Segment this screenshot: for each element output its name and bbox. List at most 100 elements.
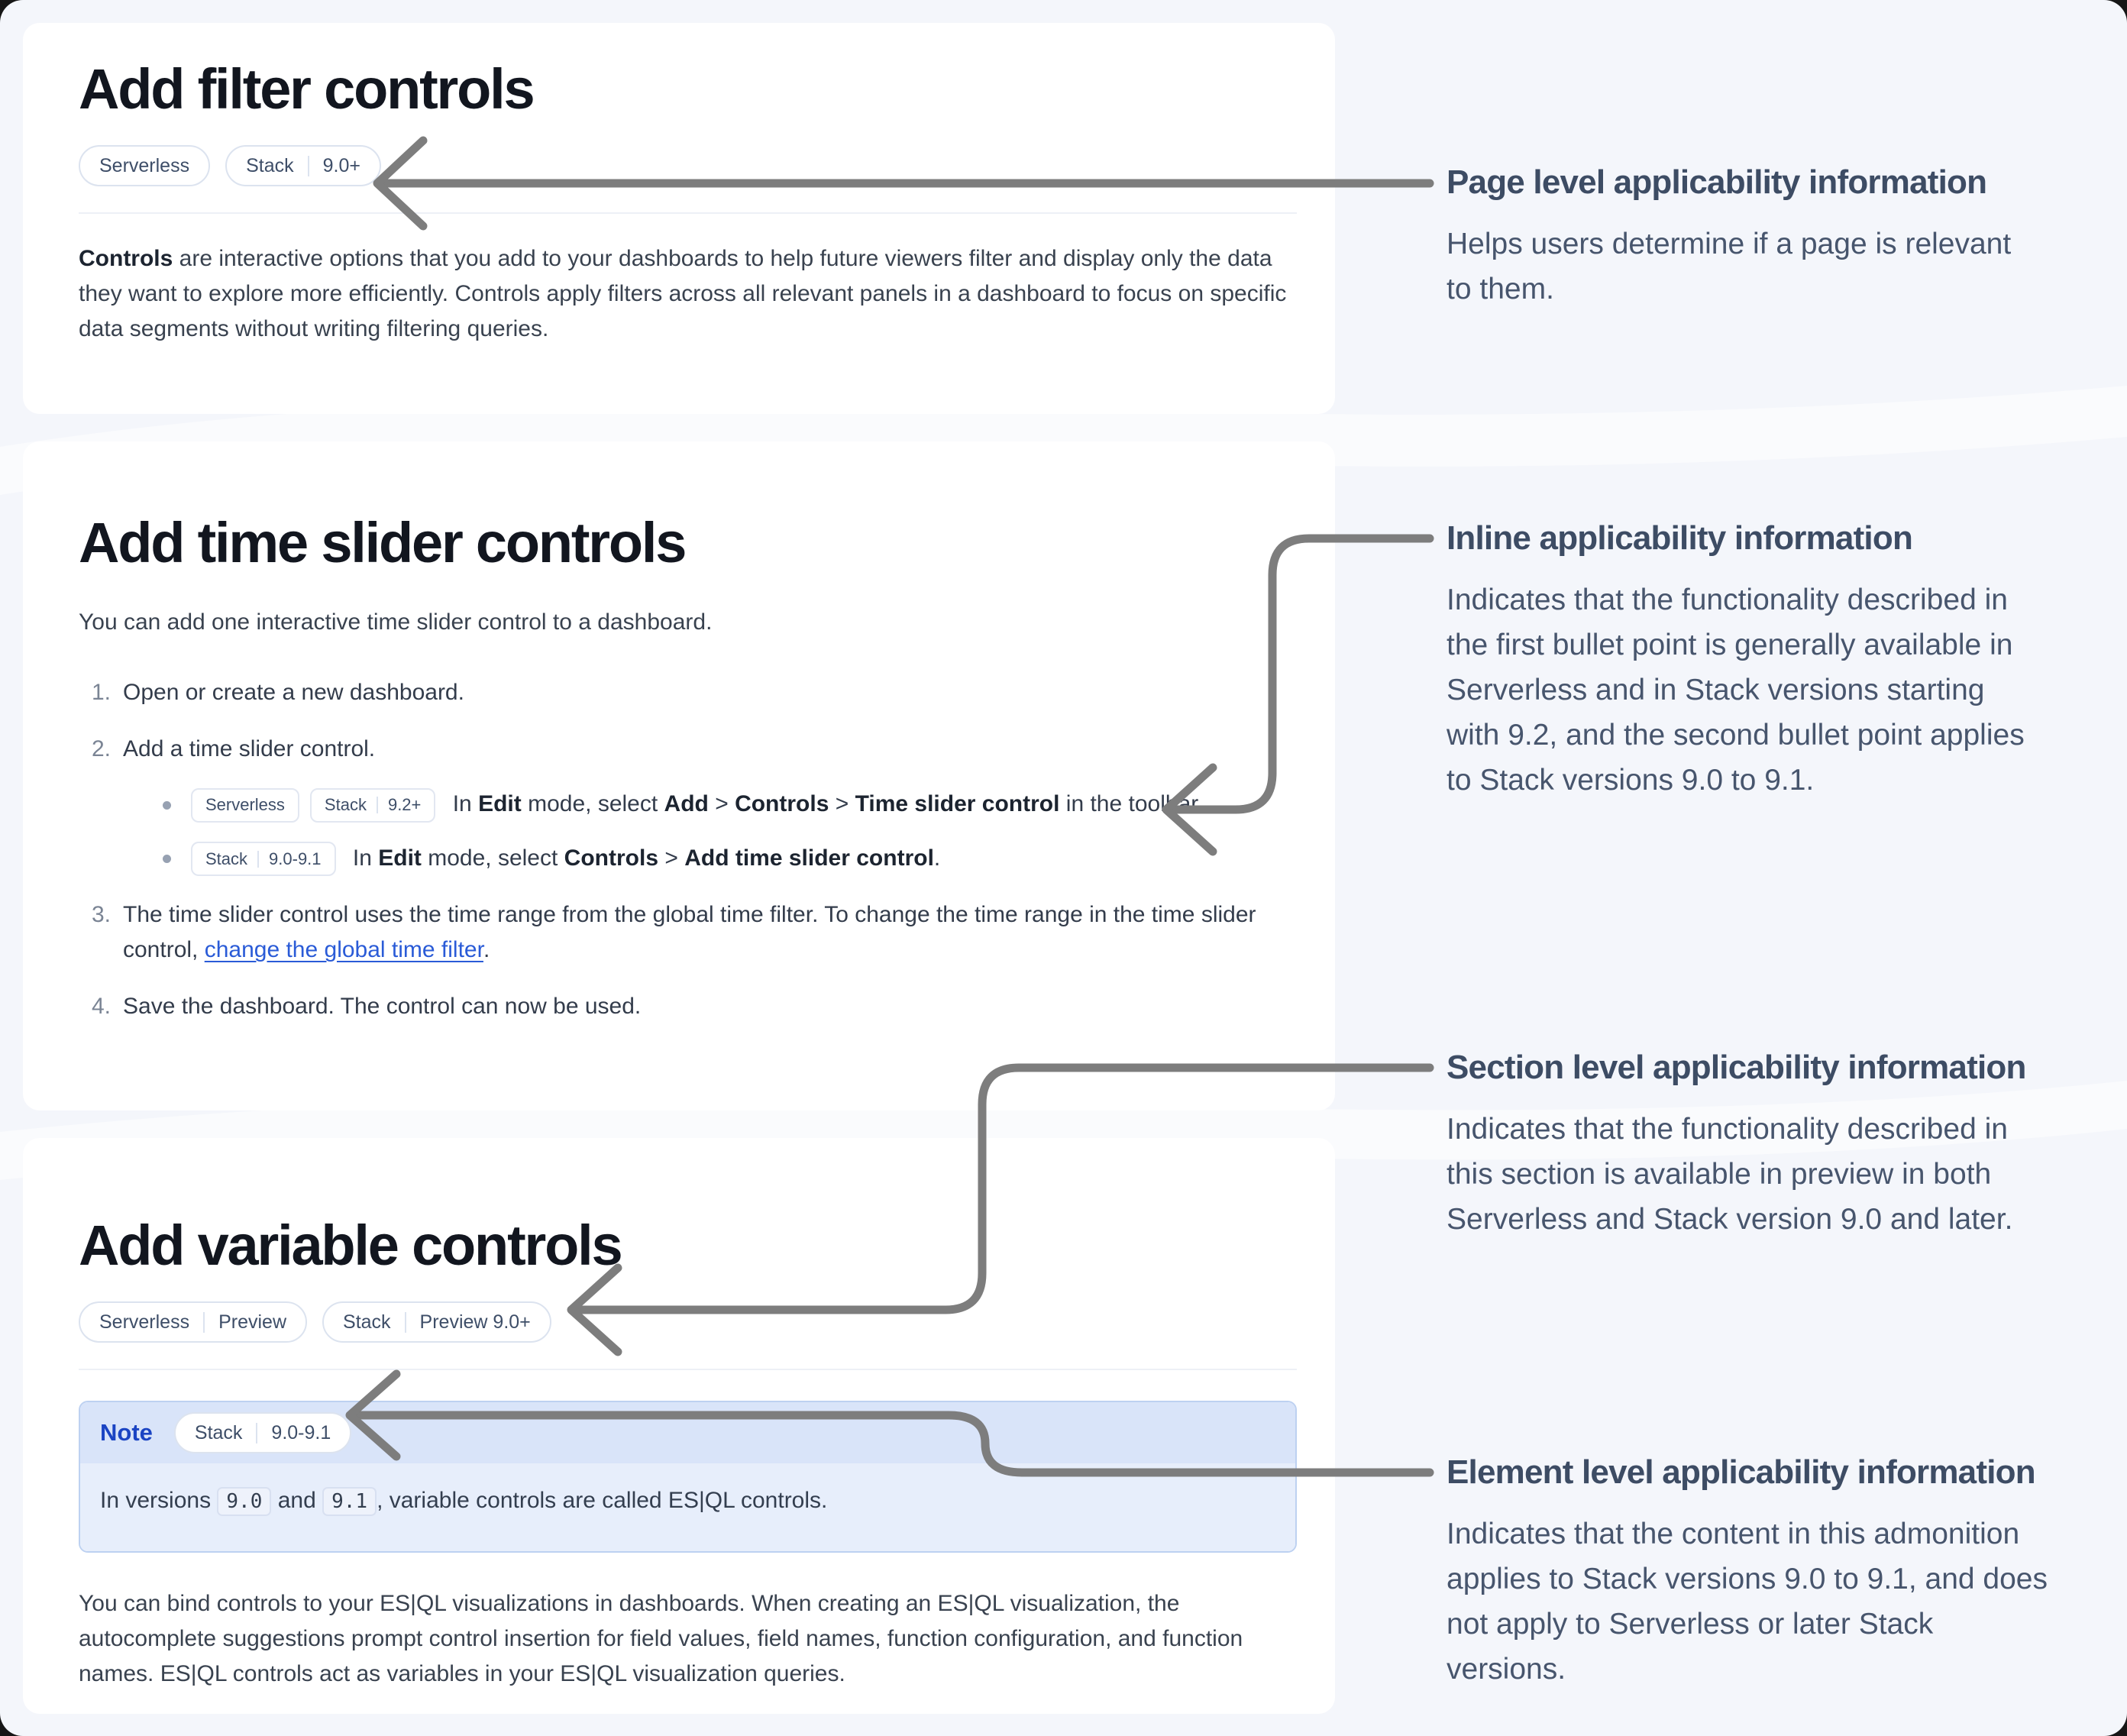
annotation-body: Indicates that the content in this admon… — [1447, 1518, 2048, 1686]
step-number: 3. — [91, 902, 111, 928]
section-add-time-slider-controls: Add time slider controls You can add one… — [23, 441, 1335, 1110]
text-segment: . — [483, 937, 490, 963]
variable-controls-paragraph: You can bind controls to your ES|QL visu… — [79, 1591, 1243, 1686]
annotation-inline-level: Inline applicability information Indicat… — [1447, 518, 2119, 803]
annotation-body: Indicates that the functionality describ… — [1447, 1113, 2013, 1236]
text-segment: Add — [664, 791, 709, 816]
badge-part-label: 9.2+ — [387, 795, 422, 815]
divider — [79, 1369, 1297, 1370]
badge-divider — [376, 797, 378, 814]
applicability-badge: Serverless — [79, 145, 211, 186]
badge-divider — [257, 850, 260, 868]
badge-part-label: Stack — [343, 1311, 391, 1333]
step-text: The time slider control uses the time ra… — [123, 897, 1297, 968]
note-body: In versions 9.0 and 9.1, variable contro… — [80, 1463, 1295, 1551]
list-item: Stack 9.0-9.1 In Edit mode, select Contro… — [163, 841, 1297, 877]
text-segment: mode, select — [521, 791, 664, 816]
badge-part-label: Stack — [246, 154, 294, 176]
text-segment: Controls — [564, 845, 658, 871]
divider — [79, 212, 1297, 214]
text-segment: Add a time slider control. — [123, 736, 376, 761]
element-level-badges: Stack 9.0-9.1 — [173, 1412, 352, 1453]
text-segment: Time slider control — [855, 791, 1060, 816]
applicability-badge: Stack Preview 9.0+ — [322, 1301, 551, 1343]
text-segment: Save the dashboard. The control can now … — [123, 994, 642, 1020]
applicability-badge: Stack 9.0-9.1 — [173, 1412, 352, 1453]
annotation-element-level: Element level applicability information … — [1447, 1452, 2119, 1692]
applicability-badge: Serverless — [191, 787, 299, 823]
badge-part-label: Stack — [194, 1421, 243, 1443]
applicability-badge: Stack 9.2+ — [309, 787, 436, 823]
badge-divider — [203, 1311, 205, 1333]
list-item: 4. Save the dashboard. The control can n… — [79, 989, 1297, 1024]
text-segment: , variable controls are called ES|QL con… — [377, 1488, 828, 1513]
badge-part-label: Serverless — [205, 795, 285, 815]
step-number: 4. — [91, 994, 111, 1020]
step-number: 2. — [91, 736, 111, 761]
text-segment: Open or create a new dashboard. — [123, 680, 464, 705]
text-segment: > — [708, 791, 735, 816]
text-segment: In — [446, 791, 479, 816]
global-time-filter-link[interactable]: change the global time filter — [204, 937, 483, 963]
text-segment: . — [933, 845, 941, 871]
annotation-title: Section level applicability information — [1447, 1049, 2026, 1086]
badge-part-label: 9.0-9.1 — [271, 1421, 331, 1443]
step-text-line: Add a time slider control. — [123, 732, 1297, 767]
section-title-time-slider: Add time slider controls — [79, 511, 687, 574]
text-segment: are interactive options that you add to … — [79, 246, 1287, 341]
badge-part-label: Preview — [218, 1311, 287, 1333]
annotation-title: Page level applicability information — [1447, 163, 1987, 201]
text-segment: Edit — [378, 845, 422, 871]
step-text: Save the dashboard. The control can now … — [123, 989, 1297, 1024]
inline-code: 9.0 — [217, 1487, 272, 1516]
section-level-badges: Serverless Preview Stack Preview 9.0+ — [79, 1301, 1297, 1343]
text-segment: Controls — [79, 246, 173, 271]
badge-part-label: 9.0-9.1 — [269, 849, 322, 868]
text-segment: > — [829, 791, 855, 816]
badge-part-label: Serverless — [99, 1311, 190, 1333]
ordered-steps: 1. Open or create a new dashboard. 2. Ad… — [79, 675, 1297, 1024]
text-segment: Add time slider control — [684, 845, 934, 871]
annotation-title: Element level applicability information — [1447, 1453, 2036, 1491]
time-slider-intro: You can add one interactive time slider … — [79, 609, 713, 635]
note-label: Note — [100, 1419, 153, 1446]
text-segment: and — [271, 1488, 323, 1513]
text-segment: > — [658, 845, 685, 871]
step-number: 1. — [91, 680, 111, 705]
annotation-page-level: Page level applicability information Hel… — [1447, 162, 2119, 312]
annotation-body: Helps users determine if a page is relev… — [1447, 228, 2012, 305]
badge-part-label: Serverless — [99, 154, 190, 176]
annotation-title: Inline applicability information — [1447, 519, 1913, 557]
badge-part-label: Stack — [324, 795, 367, 815]
note-admonition: Note Stack 9.0-9.1 In versions 9.0 and 9.… — [79, 1401, 1297, 1553]
note-header: Note Stack 9.0-9.1 — [80, 1402, 1295, 1463]
annotation-body: Indicates that the functionality describ… — [1447, 584, 2025, 797]
page-title: Add filter controls — [79, 57, 535, 121]
text-segment: In — [346, 845, 379, 871]
text-segment: Edit — [478, 791, 522, 816]
badge-part-label: Preview 9.0+ — [419, 1311, 531, 1333]
text-segment: Controls — [735, 791, 829, 816]
badge-part-label: Stack — [205, 849, 248, 868]
text-segment: mode, select — [421, 845, 564, 871]
text-segment: In versions — [100, 1488, 218, 1513]
step-text: Open or create a new dashboard. — [123, 675, 1297, 710]
section-title-variable-controls: Add variable controls — [79, 1214, 623, 1277]
list-item: 2. Add a time slider control. Serverless… — [79, 732, 1297, 877]
list-item: Serverless Stack 9.2+ In Edit mode, select… — [163, 787, 1297, 823]
text-segment: The time slider control uses the time ra… — [123, 902, 1256, 963]
annotation-section-level: Section level applicability information … — [1447, 1047, 2119, 1242]
badge-divider — [307, 155, 309, 176]
applicability-badge: Serverless Preview — [79, 1301, 308, 1343]
text-segment: in the toolbar. — [1059, 791, 1204, 816]
badge-divider — [256, 1422, 258, 1443]
inline-code: 9.1 — [322, 1487, 377, 1516]
